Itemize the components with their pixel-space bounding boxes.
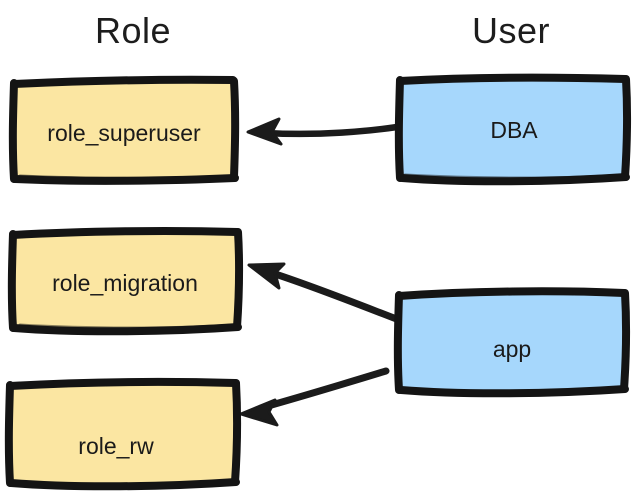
node-shape [4,378,242,491]
node-role-rw[interactable]: role_rw [4,378,242,491]
node-shape [393,287,631,398]
node-role-superuser[interactable]: role_superuser [8,75,240,185]
edge-app-to-role-rw [239,367,390,427]
node-shape [394,73,632,186]
node-shape [7,227,244,336]
node-app[interactable]: app [393,287,631,398]
column-header-role: Role [94,10,172,51]
edge-app-to-role-migration [247,262,403,324]
column-header-user: User [471,10,551,51]
node-shape [8,75,240,185]
edge-dba-to-role-superuser [246,117,401,146]
node-role-migration[interactable]: role_migration [7,227,244,336]
node-dba[interactable]: DBA [394,73,632,186]
